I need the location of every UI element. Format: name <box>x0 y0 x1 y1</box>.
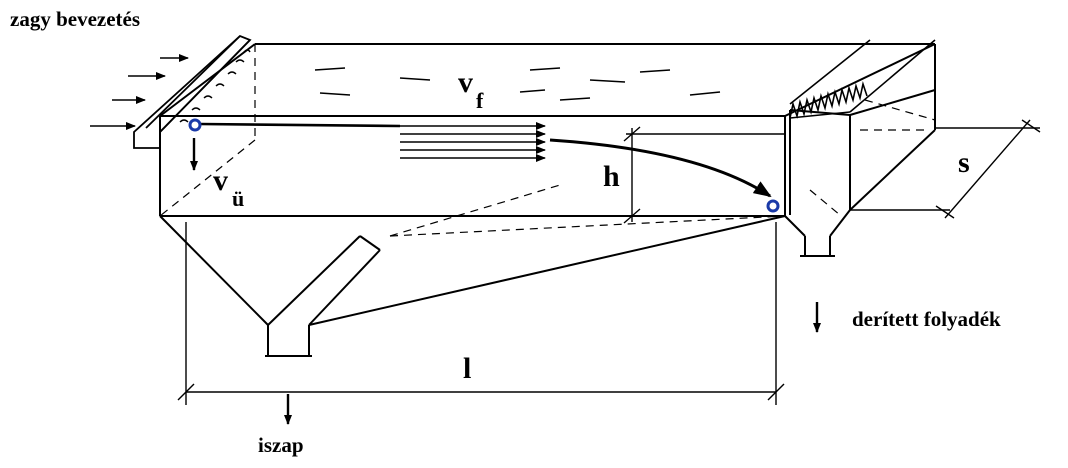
particle-marker-end <box>766 199 780 213</box>
water-surface <box>314 67 721 101</box>
particle-trajectory <box>199 122 772 198</box>
sludge-label: iszap <box>258 433 304 457</box>
flow-velocity-subscript: f <box>476 88 484 113</box>
tank-outline <box>159 43 936 357</box>
settling-velocity-subscript: ü <box>232 186 244 211</box>
inlet-weir <box>133 34 252 149</box>
flow-velocity-symbol: v <box>458 66 473 99</box>
clarified-label: derített folyadék <box>852 307 1001 331</box>
length-symbol: l <box>463 352 471 385</box>
outlet-weir <box>789 39 936 120</box>
hidden-edges <box>159 44 936 237</box>
inlet-label: zagy bevezetés <box>10 7 140 31</box>
flow-arrows <box>400 122 546 162</box>
height-symbol: h <box>603 160 620 193</box>
width-dimension <box>850 119 1041 219</box>
height-dimension <box>623 126 785 224</box>
length-dimension <box>177 222 785 405</box>
particle-marker-start <box>188 118 202 132</box>
inflow-arrows <box>90 54 189 130</box>
width-symbol: s <box>958 146 970 179</box>
settling-velocity-symbol: v <box>213 164 228 197</box>
